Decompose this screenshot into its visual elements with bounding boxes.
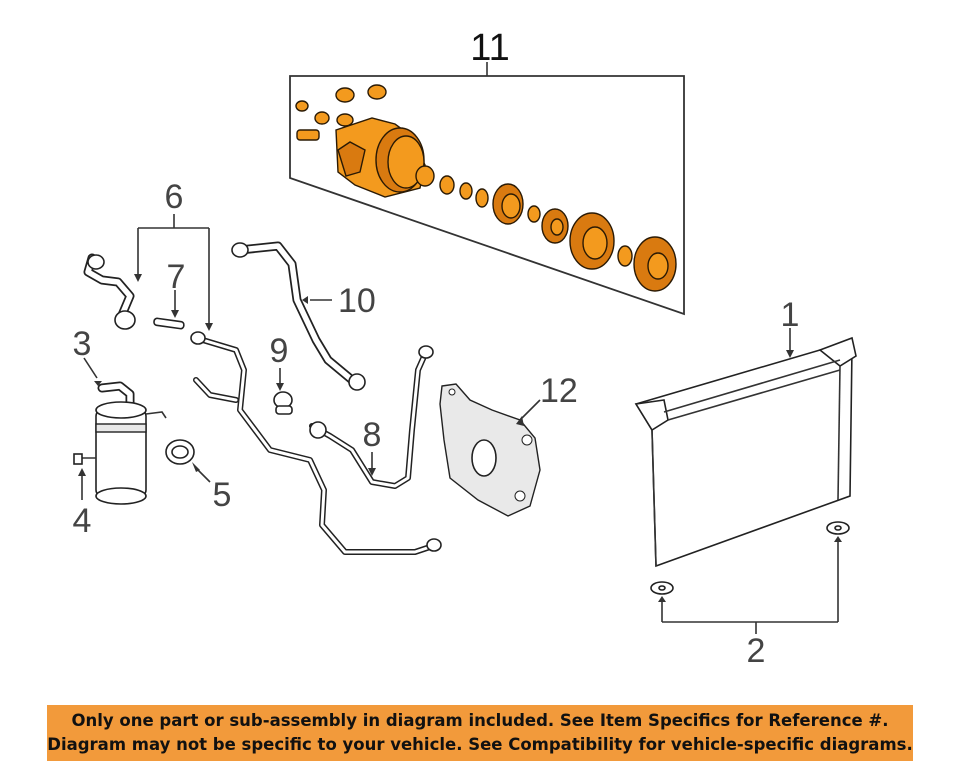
- callout-5: 5: [213, 476, 232, 514]
- ac-parts-diagram: 11 6 7 10: [73, 27, 857, 670]
- condenser-insulators[interactable]: 2: [650, 521, 850, 670]
- callout-12: 12: [540, 372, 578, 410]
- discharge-hose[interactable]: 10: [231, 241, 376, 391]
- o-ring-part[interactable]: 7: [153, 258, 186, 330]
- condenser[interactable]: 1: [634, 296, 857, 568]
- evaporator-hose[interactable]: 8: [309, 345, 434, 489]
- callout-1: 1: [781, 296, 800, 334]
- callout-4: 4: [73, 502, 92, 540]
- compressor-bracket[interactable]: 12: [439, 372, 578, 517]
- compressor-assembly[interactable]: 11: [289, 27, 685, 316]
- callout-10: 10: [338, 282, 376, 320]
- disclaimer-line-1: Only one part or sub-assembly in diagram…: [71, 711, 889, 730]
- pressure-switch[interactable]: 9: [270, 332, 293, 415]
- callout-8: 8: [363, 416, 382, 454]
- callout-6: 6: [165, 178, 184, 216]
- seal-part[interactable]: 5: [165, 439, 232, 514]
- liquid-line[interactable]: [190, 331, 442, 555]
- disclaimer-line-2: Diagram may not be specific to your vehi…: [47, 735, 913, 754]
- callout-7: 7: [167, 258, 186, 296]
- accumulator-drier[interactable]: 3 4: [73, 325, 167, 540]
- suction-hose-group[interactable]: 6: [83, 178, 213, 331]
- callout-11: 11: [470, 27, 509, 69]
- callout-9: 9: [270, 332, 289, 370]
- callout-3: 3: [73, 325, 92, 363]
- callout-2: 2: [747, 632, 766, 670]
- disclaimer-banner: Only one part or sub-assembly in diagram…: [47, 705, 913, 761]
